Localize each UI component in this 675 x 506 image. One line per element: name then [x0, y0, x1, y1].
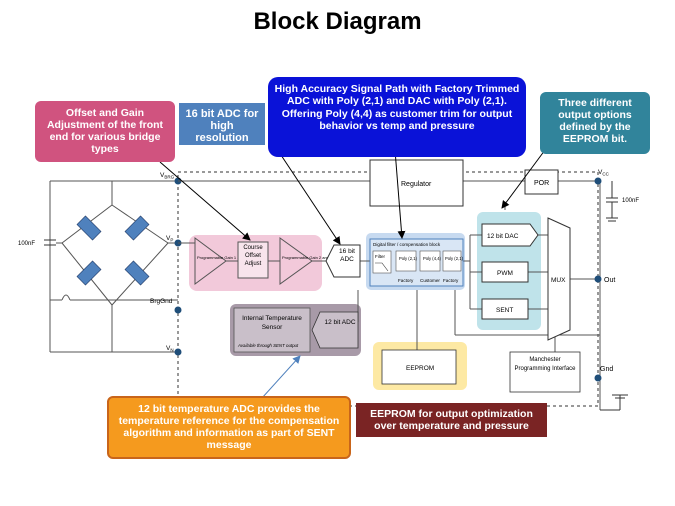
poly44-label: Poly (4,4)	[423, 256, 442, 261]
bridge-resistor	[124, 260, 150, 286]
arrow-temp-adc	[261, 355, 301, 399]
regulator-label: Regulator	[401, 181, 432, 188]
por-label: POR	[534, 180, 549, 187]
amp1-triangle	[194, 237, 227, 285]
poly21b-label: Poly (2,1)	[445, 256, 464, 261]
pin-brggnd-label: BrgGnd	[150, 298, 173, 305]
arrow-signal-path	[394, 149, 406, 239]
left-cap-label: 100nF	[18, 241, 35, 247]
por-block	[524, 169, 559, 195]
mux-block	[547, 217, 571, 341]
manchester-block	[509, 351, 581, 393]
left-capacitor	[44, 239, 56, 246]
arrow-output-options	[501, 149, 546, 209]
customer-label: Customer	[420, 278, 440, 283]
temp-sensor-label: Internal Temperature Sensor	[242, 315, 302, 331]
temp-sensor-note: Available through SENT output	[237, 343, 299, 348]
adc16-label: 16 bit ADC	[339, 248, 355, 263]
bridge-wiring	[49, 180, 178, 353]
manchester-label: Manchester Programming Interface	[514, 357, 576, 372]
amp2-label: Programmable Gain 2 amplifier	[282, 255, 338, 260]
bridge-resistor	[76, 260, 102, 286]
sent-label: SENT	[496, 307, 513, 314]
internal-wiring	[178, 180, 601, 410]
bridge-resistor	[124, 215, 150, 241]
factory2-label: Factory	[443, 278, 459, 283]
callout-output-options: Three different output options defined b…	[540, 92, 650, 154]
callout-offset-gain: Offset and Gain Adjustment of the front …	[35, 101, 175, 162]
callout-temp-adc: 12 bit temperature ADC provides the temp…	[107, 396, 351, 459]
coarse-offset-box	[237, 241, 269, 279]
coarse-offset-label: Course Offset Adjust	[243, 245, 263, 267]
amp1-label: Programmable Gain 1 amplifier	[197, 255, 253, 260]
arrow-offset-gain	[159, 161, 251, 241]
pin-vbrg-label: VBRG	[160, 172, 175, 180]
factory1-label: Factory	[398, 278, 414, 283]
regulator-block	[369, 159, 464, 207]
arrow-adc16	[274, 145, 341, 245]
mux-label: MUX	[551, 277, 566, 284]
callout-signal-path: High Accuracy Signal Path with Factory T…	[268, 77, 526, 157]
temp-sensor-block	[233, 307, 311, 353]
pin-vp-label: VP	[166, 235, 173, 243]
page-title: Block Diagram	[253, 8, 422, 35]
pin-vcc-label: VCC	[598, 169, 610, 177]
filter-block	[372, 250, 392, 274]
adc16-block	[325, 244, 361, 278]
adc12-label: 12 bit ADC	[324, 319, 356, 326]
bridge-resistor	[76, 215, 102, 241]
pwm-label: PWM	[497, 270, 513, 277]
eeprom-block	[381, 349, 457, 385]
dac-label: 12 bit DAC	[487, 233, 519, 240]
filter-curve	[375, 262, 389, 272]
eeprom-label: EEPROM	[406, 365, 434, 372]
pin-dots-right	[594, 177, 602, 382]
filter-label: Filter	[375, 254, 386, 259]
pin-out-label: Out	[604, 277, 615, 284]
right-cap-label: 100nF	[622, 198, 639, 204]
signal-path-line2: Offering Poly (4,4) as customer trim for…	[281, 108, 513, 132]
pin-gnd-label: Gnd	[600, 366, 613, 373]
dac-block	[481, 223, 539, 247]
poly44-block	[419, 250, 441, 272]
gnd-symbol	[600, 394, 628, 411]
poly21a-label: Poly (2,1)	[399, 256, 418, 261]
amp2-triangle	[279, 237, 313, 285]
pin-vn-label: VN	[166, 345, 174, 353]
sent-block	[481, 298, 529, 320]
pwm-block	[481, 261, 529, 283]
adc12-block	[311, 311, 359, 349]
callout-adc16: 16 bit ADC for high resolution signal pa…	[179, 103, 265, 156]
signal-path-line1: High Accuracy Signal Path with Factory T…	[274, 83, 520, 107]
poly21a-block	[395, 250, 417, 272]
poly21b-block	[442, 250, 462, 272]
callout-eeprom-note: EEPROM for output optimization over temp…	[356, 403, 547, 437]
right-capacitor	[606, 181, 618, 222]
dsp-title: Digital filter / compensation block	[373, 242, 441, 247]
